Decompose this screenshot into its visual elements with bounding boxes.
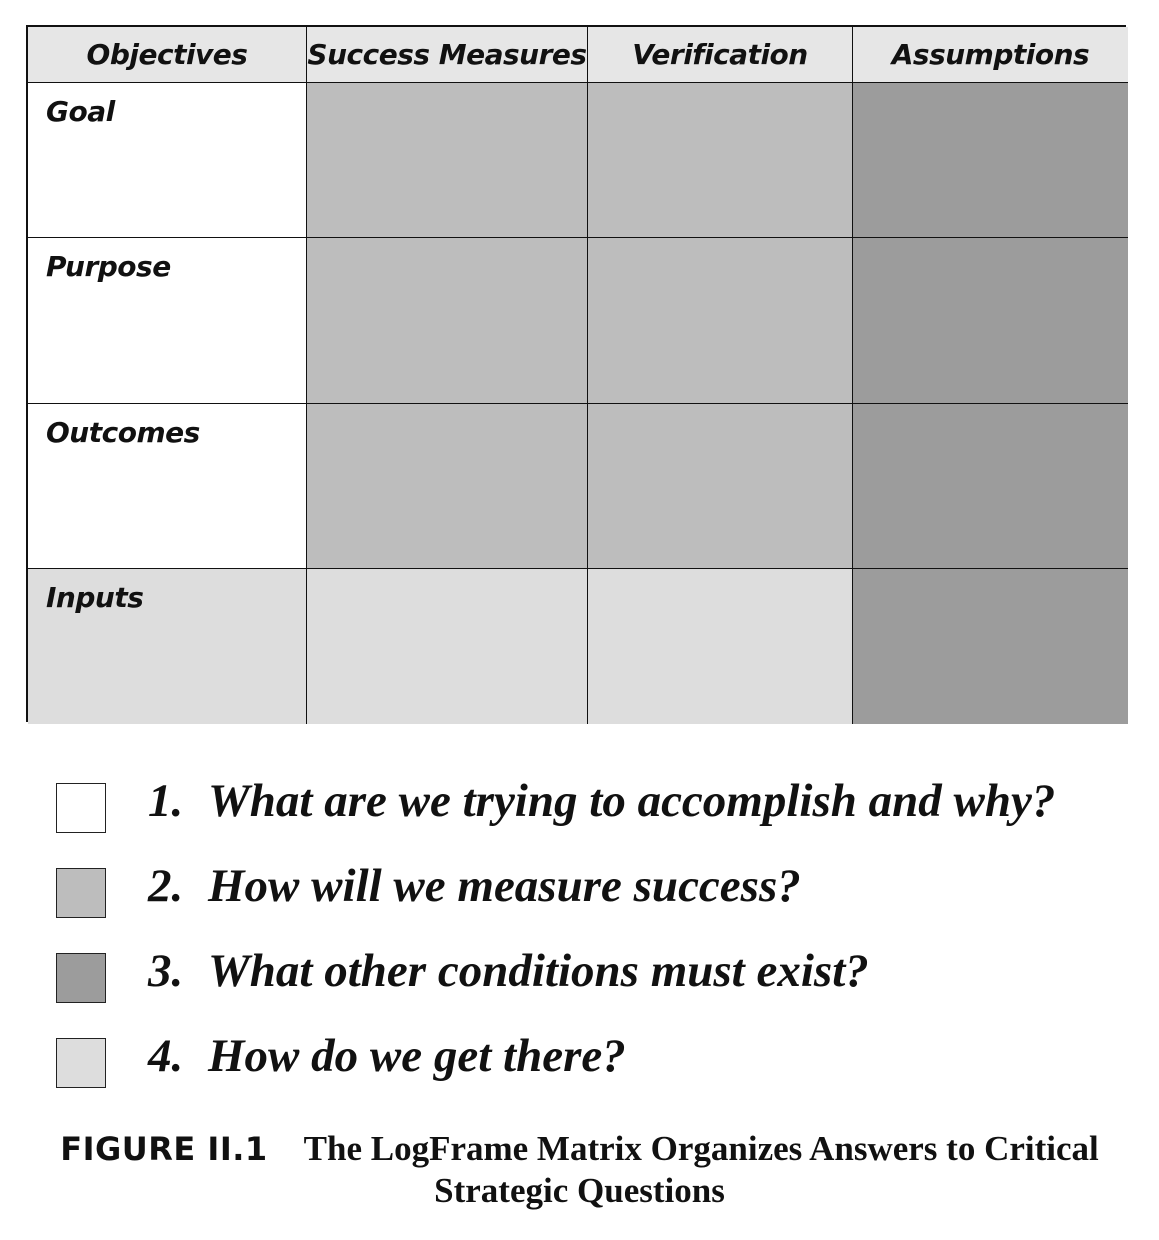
cell-goal-verification [588, 83, 853, 238]
cell-outcomes-verification [588, 404, 853, 569]
legend-number: 3. [148, 945, 184, 997]
cell-outcomes-success-measures [307, 404, 588, 569]
legend-swatch-gray [56, 868, 106, 918]
header-objectives: Objectives [28, 27, 307, 83]
cell-inputs-success-measures [307, 569, 588, 724]
legend-question: 3. What other conditions must exist? [148, 944, 869, 998]
legend-swatch-white [56, 783, 106, 833]
cell-outcomes-assumptions [853, 404, 1128, 569]
header-success-measures: Success Measures [307, 27, 588, 83]
figure-label: FIGURE II.1 [60, 1130, 268, 1168]
legend-text: What other conditions must exist? [208, 945, 869, 997]
legend-text: How will we measure success? [208, 860, 801, 912]
legend-number: 1. [148, 775, 184, 827]
legend-swatch-dark-gray [56, 953, 106, 1003]
legend-number: 4. [148, 1030, 184, 1082]
row-label-outcomes: Outcomes [28, 404, 307, 569]
row-label-purpose: Purpose [28, 238, 307, 404]
cell-goal-success-measures [307, 83, 588, 238]
row-label-goal: Goal [28, 83, 307, 238]
caption-text: The LogFrame Matrix Organizes Answers to… [303, 1129, 1099, 1210]
legend: 1. What are we trying to accomplish and w… [56, 775, 1136, 1120]
legend-question: 1. What are we trying to accomplish and w… [148, 774, 1055, 828]
legend-item: 2. How will we measure success? [56, 860, 1136, 950]
logframe-matrix: Objectives Success Measures Verification… [26, 25, 1128, 724]
legend-swatch-light-gray [56, 1038, 106, 1088]
legend-question: 2. How will we measure success? [148, 859, 801, 913]
legend-number: 2. [148, 860, 184, 912]
cell-purpose-assumptions [853, 238, 1128, 404]
legend-item: 4. How do we get there? [56, 1030, 1136, 1120]
cell-inputs-assumptions [853, 569, 1128, 724]
legend-text: What are we trying to accomplish and why… [208, 775, 1056, 827]
row-label-inputs: Inputs [28, 569, 307, 724]
header-assumptions: Assumptions [853, 27, 1128, 83]
legend-text: How do we get there? [208, 1030, 626, 1082]
legend-item: 1. What are we trying to accomplish and w… [56, 775, 1136, 865]
legend-question: 4. How do we get there? [148, 1029, 626, 1083]
legend-item: 3. What other conditions must exist? [56, 945, 1136, 1035]
cell-goal-assumptions [853, 83, 1128, 238]
header-verification: Verification [588, 27, 853, 83]
cell-inputs-verification [588, 569, 853, 724]
cell-purpose-success-measures [307, 238, 588, 404]
figure-caption: FIGURE II.1 The LogFrame Matrix Organizes… [0, 1128, 1159, 1212]
cell-purpose-verification [588, 238, 853, 404]
